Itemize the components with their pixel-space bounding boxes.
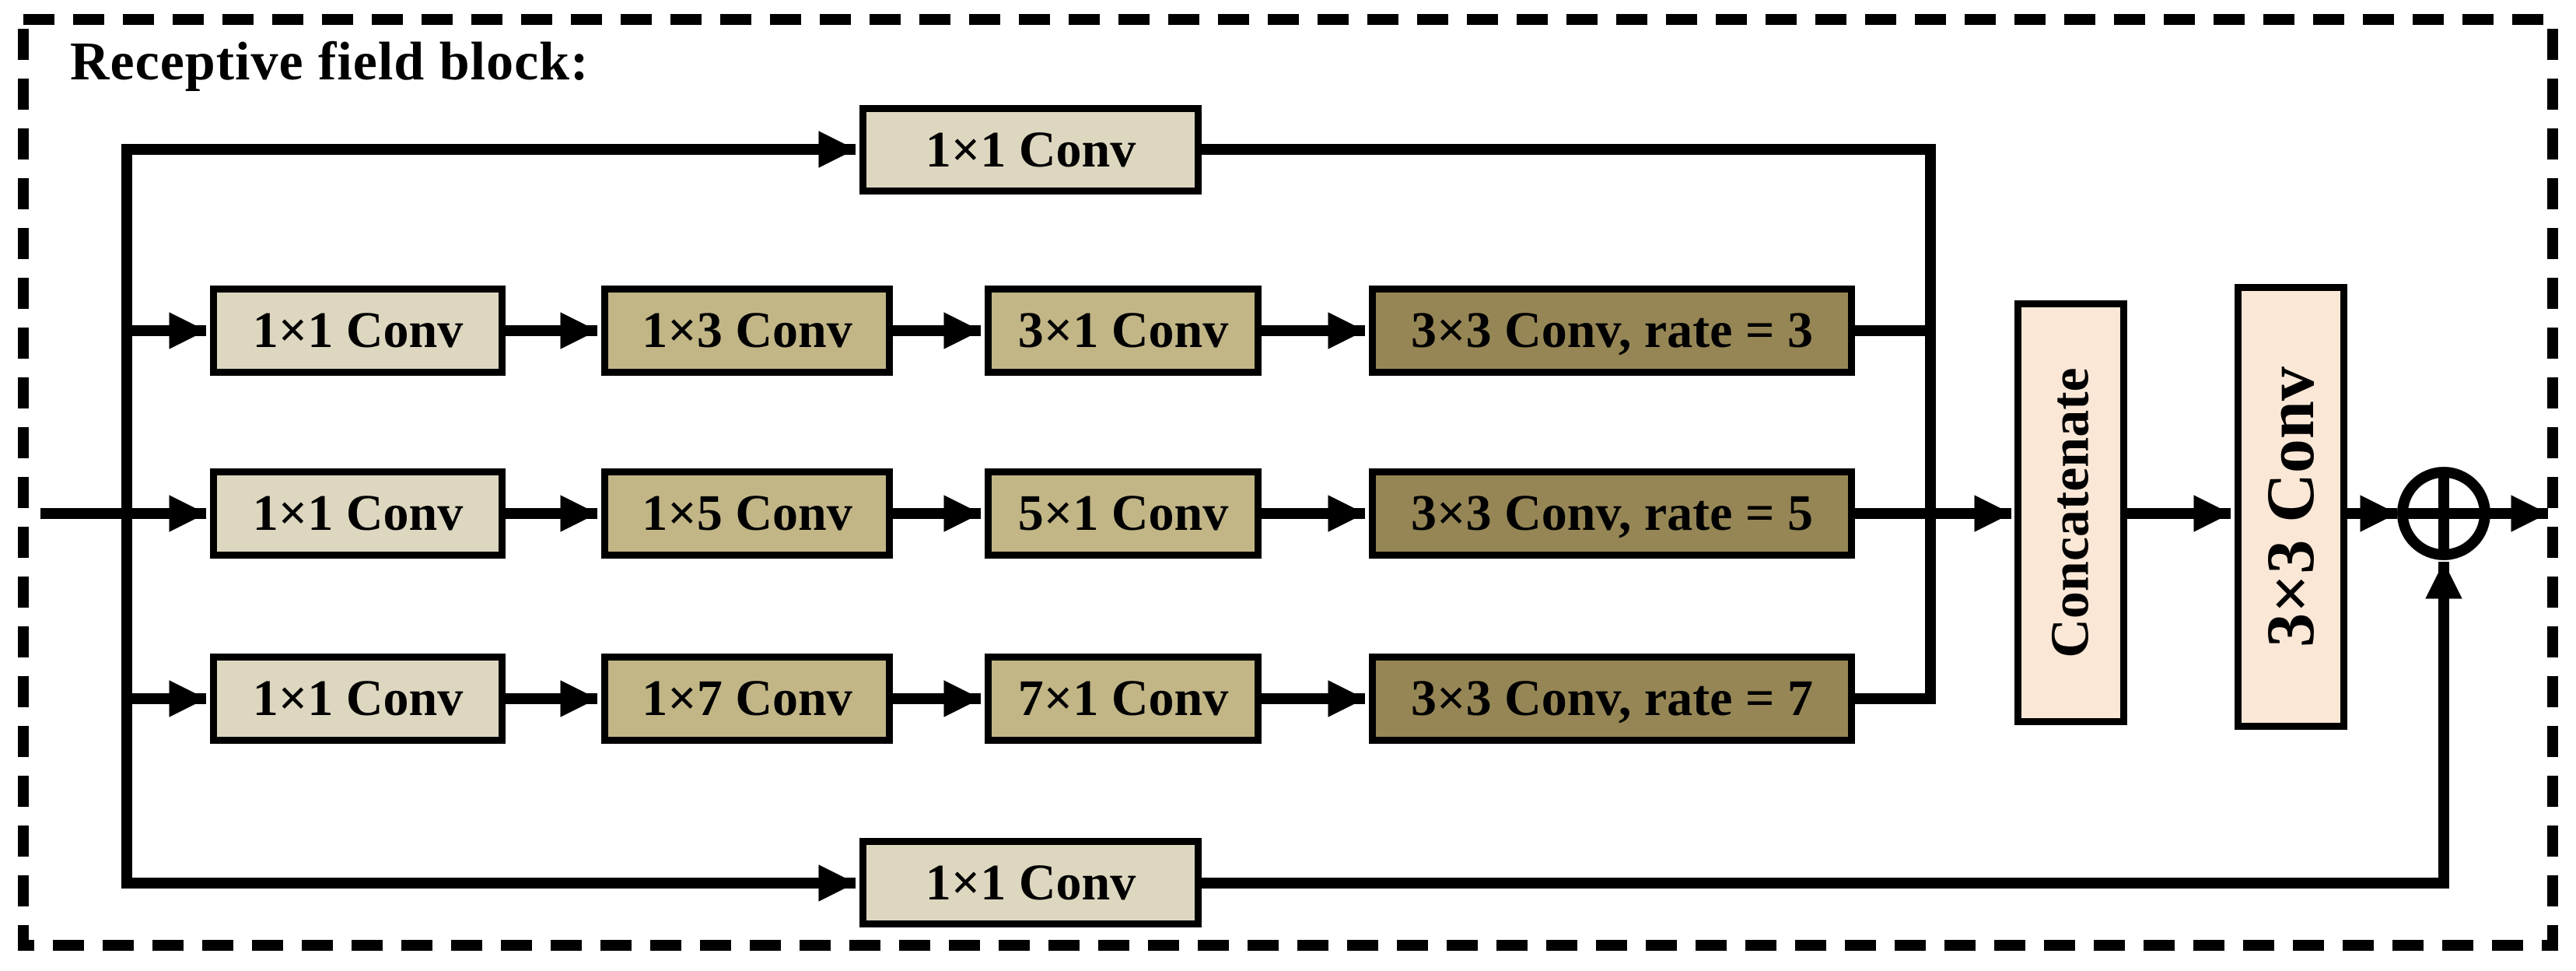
connector-top-branch-to-collector: [1202, 144, 1936, 704]
conv-box-row1-1x3: 1×3 Conv: [601, 286, 893, 376]
diagram-title: Receptive field block:: [70, 32, 590, 92]
dashed-border: [18, 14, 2558, 951]
conv-box-row3-7x1: 7×1 Conv: [985, 654, 1262, 744]
conv-box-row2-5x1: 5×1 Conv: [985, 468, 1262, 559]
concatenate-box: Concatenate: [2014, 300, 2127, 725]
conv-box-row2-3x3-rate5: 3×3 Conv, rate = 5: [1369, 468, 1855, 559]
conv-box-row1-1x1: 1×1 Conv: [210, 286, 506, 376]
connector-skip-to-add-arrow: [1202, 562, 2462, 889]
conv-box-row1-3x3-rate3: 3×3 Conv, rate = 3: [1369, 286, 1855, 376]
concatenate-label: Concatenate: [2040, 367, 2101, 658]
output-conv-box: 3×3 Conv: [2235, 284, 2347, 730]
conv-box-top-1x1: 1×1 Conv: [859, 105, 1202, 195]
output-conv-label: 3×3 Conv: [2253, 366, 2329, 647]
add-operator-icon: [2397, 467, 2490, 560]
conv-box-row2-1x5: 1×5 Conv: [601, 468, 893, 559]
conv-box-row3-1x7: 1×7 Conv: [601, 654, 893, 744]
conv-box-row2-1x1: 1×1 Conv: [210, 468, 506, 559]
conv-box-row3-3x3-rate7: 3×3 Conv, rate = 7: [1369, 654, 1855, 744]
conv-box-bottom-1x1: 1×1 Conv: [859, 838, 1202, 927]
conv-box-row1-3x1: 3×1 Conv: [985, 286, 1262, 376]
conv-box-row3-1x1: 1×1 Conv: [210, 654, 506, 744]
